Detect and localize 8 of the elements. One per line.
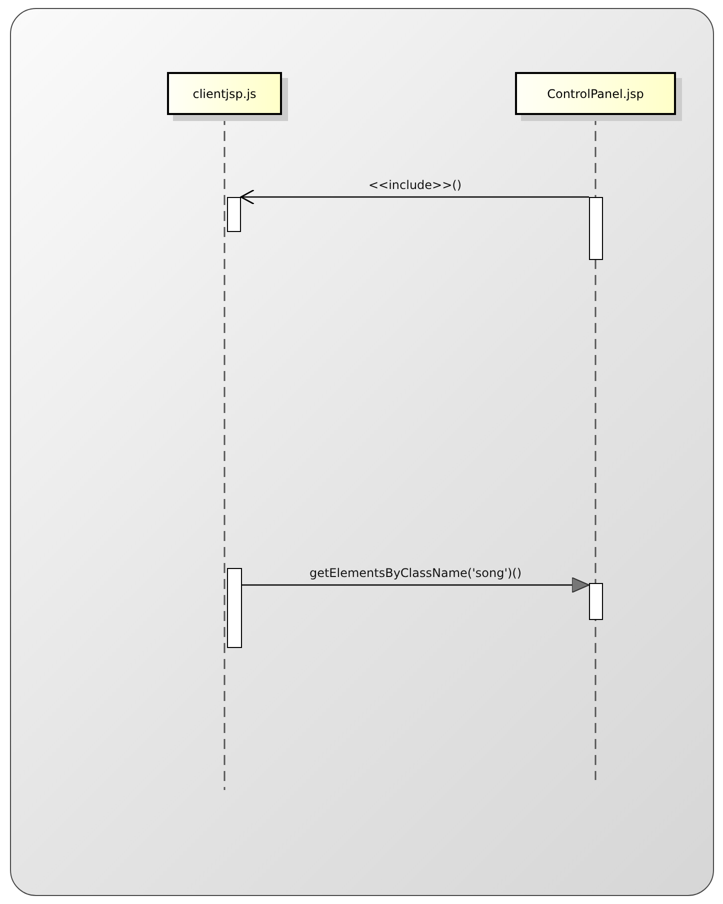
activation-bar xyxy=(227,568,242,648)
message-arrow xyxy=(242,577,590,593)
message-arrow xyxy=(240,189,589,205)
activation-bar xyxy=(589,583,603,620)
message-label: getElementsByClassName('song')() xyxy=(309,566,522,580)
message-label: <<include>>() xyxy=(368,178,462,192)
activation-bar xyxy=(227,197,241,232)
activation-bar xyxy=(589,197,603,260)
